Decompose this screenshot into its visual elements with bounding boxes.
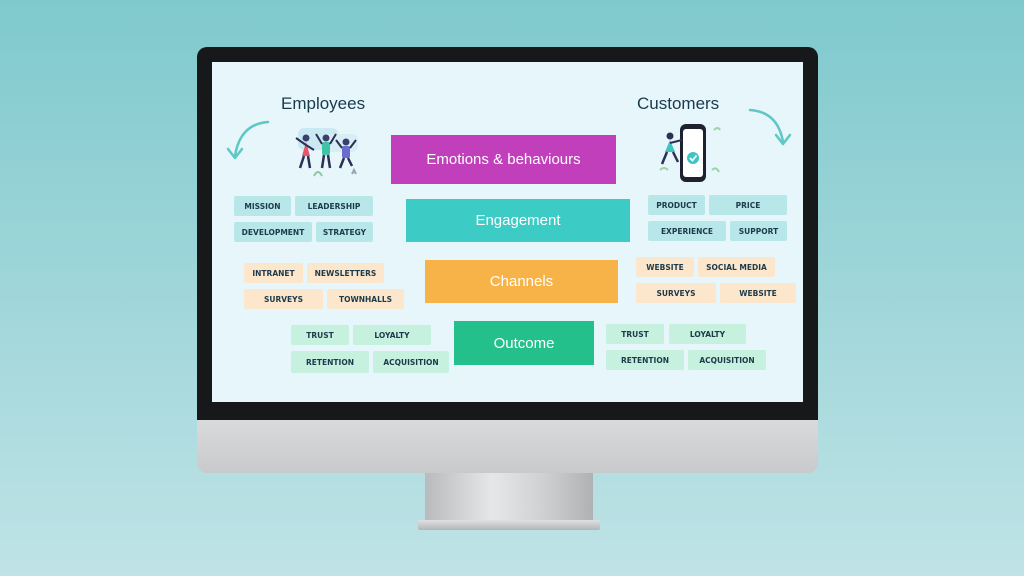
emotions-behaviours-bar: Emotions & behaviours bbox=[391, 135, 616, 184]
tag-strategy: STRATEGY bbox=[316, 222, 373, 242]
tag-experience: EXPERIENCE bbox=[648, 221, 726, 241]
outcome-bar: Outcome bbox=[454, 321, 594, 365]
customer-phone-illustration bbox=[659, 124, 721, 182]
tag-surveys: SURVEYS bbox=[636, 283, 716, 303]
tag-mission: MISSION bbox=[234, 196, 291, 216]
tag-retention: RETENTION bbox=[291, 351, 369, 373]
channels-bar: Channels bbox=[425, 260, 618, 303]
tag-townhalls: TOWNHALLS bbox=[327, 289, 404, 309]
tag-product: PRODUCT bbox=[648, 195, 705, 215]
tag-support: SUPPORT bbox=[730, 221, 787, 241]
tag-intranet: INTRANET bbox=[244, 263, 303, 283]
monitor-base bbox=[418, 520, 600, 530]
monitor-stand bbox=[425, 473, 593, 525]
tag-retention: RETENTION bbox=[606, 350, 684, 370]
tag-website: WEBSITE bbox=[720, 283, 796, 303]
tag-newsletters: NEWSLETTERS bbox=[307, 263, 384, 283]
engagement-bar: Engagement bbox=[406, 199, 630, 242]
employees-jumping-illustration bbox=[295, 128, 358, 177]
employees-heading: Employees bbox=[281, 94, 366, 113]
tag-acquisition: ACQUISITION bbox=[688, 350, 766, 370]
tag-trust: TRUST bbox=[606, 324, 664, 344]
tag-website: WEBSITE bbox=[636, 257, 694, 277]
tag-trust: TRUST bbox=[291, 325, 349, 345]
tag-loyalty: LOYALTY bbox=[353, 325, 431, 345]
curved-arrow-down-left-icon bbox=[226, 120, 270, 160]
monitor-chin bbox=[197, 420, 818, 473]
tag-acquisition: ACQUISITION bbox=[373, 351, 449, 373]
screen: Employees Customers bbox=[212, 62, 803, 402]
curved-arrow-down-right-icon bbox=[748, 108, 792, 146]
tag-social-media: SOCIAL MEDIA bbox=[698, 257, 775, 277]
customers-heading: Customers bbox=[637, 94, 720, 113]
tag-loyalty: LOYALTY bbox=[669, 324, 746, 344]
tag-development: DEVELOPMENT bbox=[234, 222, 312, 242]
tag-surveys: SURVEYS bbox=[244, 289, 323, 309]
tag-price: PRICE bbox=[709, 195, 787, 215]
tag-leadership: LEADERSHIP bbox=[295, 196, 373, 216]
